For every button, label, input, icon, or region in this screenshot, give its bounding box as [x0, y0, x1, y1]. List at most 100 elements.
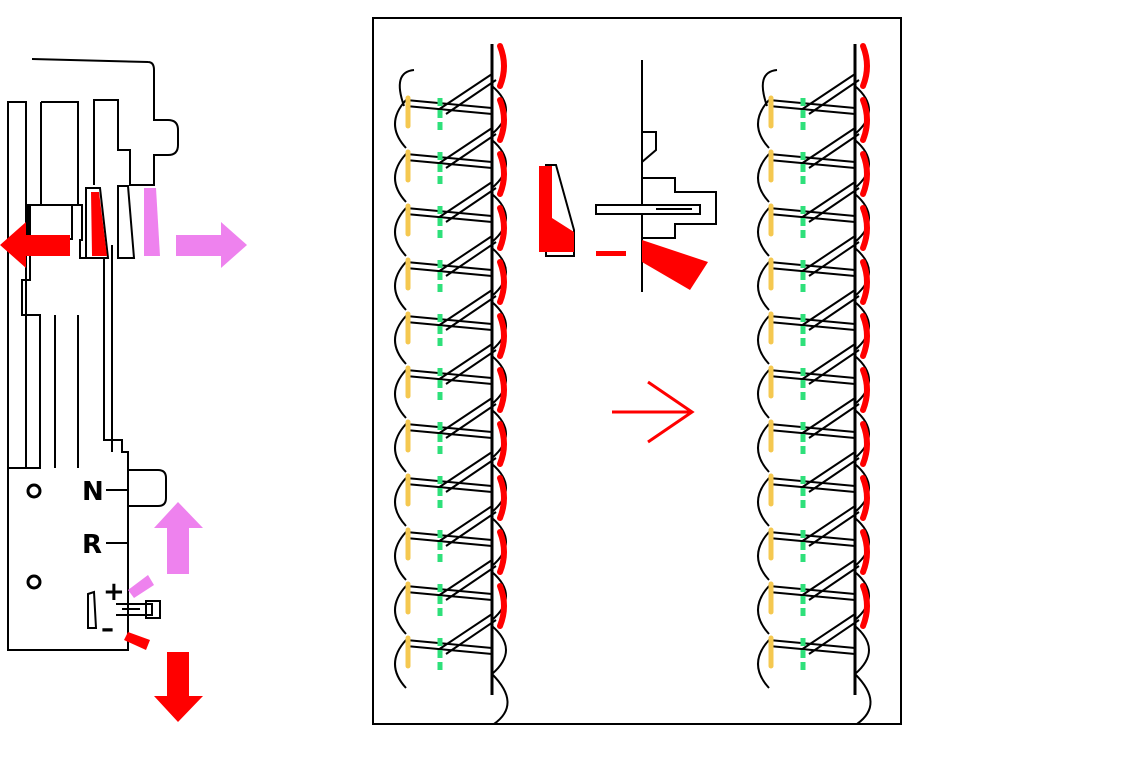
yarn-strand — [768, 423, 856, 439]
yarn-strand — [768, 207, 856, 223]
diagonal-strand — [800, 505, 860, 547]
yarn-strand — [405, 585, 493, 601]
hole-top — [26, 483, 42, 499]
diagonal-strand — [437, 289, 497, 331]
control-panel: N R + – — [26, 477, 161, 650]
diagonal-strand — [437, 397, 497, 439]
stitch-loop-left — [757, 531, 770, 581]
label-r: R — [82, 530, 102, 560]
label-plus: + — [103, 577, 125, 607]
yarn-strand — [768, 585, 856, 601]
red-marker — [860, 421, 870, 467]
carriage-diagram — [7, 58, 179, 651]
yarn-strand — [768, 639, 856, 655]
diagonal-strand — [800, 73, 860, 115]
red-lever — [91, 192, 107, 256]
top-hook — [398, 69, 415, 107]
diagonal-strand — [800, 343, 860, 385]
diagonal-strand — [800, 451, 860, 493]
stitch-loop-left — [757, 423, 770, 473]
red-marker — [497, 529, 507, 575]
diagonal-strand — [800, 235, 860, 277]
label-minus: – — [101, 614, 114, 644]
stitch-loop-left — [757, 585, 770, 635]
diagonal-strand — [437, 505, 497, 547]
stitch-loop-left — [394, 423, 407, 473]
latch-red-fill — [539, 166, 552, 252]
diagonal-strand — [437, 559, 497, 601]
inset-frame — [372, 17, 902, 725]
diagonal-strand — [800, 397, 860, 439]
red-marker — [860, 583, 870, 629]
switch-shaft — [116, 603, 153, 616]
pink-pointer — [128, 575, 154, 598]
stitch-loop-left — [394, 99, 407, 149]
stitch-loop-left — [394, 585, 407, 635]
arrow-left-icon — [0, 222, 70, 268]
stitch-loop-left — [394, 315, 407, 365]
yarn-strand — [768, 99, 856, 115]
yarn-strand — [768, 531, 856, 547]
red-pointer — [124, 632, 150, 650]
yarn-strand — [405, 99, 493, 115]
red-marker — [860, 205, 870, 251]
yarn-strand — [405, 639, 493, 655]
yarn-strand — [405, 207, 493, 223]
red-marker — [860, 313, 870, 359]
pink-lever — [144, 188, 160, 256]
stitch-loop-left — [757, 639, 770, 689]
stitch-column-before — [394, 43, 509, 725]
stitch-loop-left — [394, 261, 407, 311]
bottom-loop — [491, 673, 509, 725]
stitch-column-after — [757, 43, 872, 725]
yarn-strand — [768, 153, 856, 169]
yarn-strand — [405, 423, 493, 439]
red-wedge — [642, 240, 708, 290]
housing-top — [31, 58, 179, 186]
red-marker — [860, 259, 870, 305]
diagonal-strand — [437, 73, 497, 115]
arrow-right-icon — [176, 222, 247, 268]
diagonal-strand — [800, 289, 860, 331]
carrier-block — [641, 131, 717, 239]
diagonal-strand — [437, 181, 497, 223]
stitch-loop-right — [491, 625, 507, 675]
red-marker — [860, 529, 870, 575]
red-marker — [497, 259, 507, 305]
yarn-strand — [405, 477, 493, 493]
rear-bar — [7, 101, 27, 469]
label-n: N — [82, 477, 104, 507]
yarn-strand — [405, 369, 493, 385]
diagonal-strand — [437, 451, 497, 493]
diagonal-strand — [437, 613, 497, 655]
stitch-loop-left — [757, 207, 770, 257]
diagonal-strand — [800, 559, 860, 601]
rail-mid — [41, 101, 79, 205]
hole-bottom — [26, 574, 42, 590]
yarn-strand — [405, 531, 493, 547]
red-marker — [497, 367, 507, 413]
red-marker — [860, 151, 870, 197]
front-guide — [103, 245, 113, 452]
red-marker — [497, 43, 507, 89]
red-marker — [497, 475, 507, 521]
yarn-strand — [405, 153, 493, 169]
red-marker — [497, 313, 507, 359]
stitch-loop-left — [757, 153, 770, 203]
stitch-loop-left — [757, 369, 770, 419]
latch-block — [27, 204, 73, 240]
latch-detail — [539, 60, 717, 292]
red-marker — [497, 421, 507, 467]
red-marker — [497, 151, 507, 197]
red-marker — [497, 97, 507, 143]
red-marker — [860, 367, 870, 413]
stitch-loop-left — [394, 369, 407, 419]
main-plate — [7, 204, 129, 651]
red-marker — [497, 205, 507, 251]
red-marker — [860, 43, 870, 89]
diagonal-strand — [437, 343, 497, 385]
arrow-down-icon — [154, 652, 203, 722]
yarn-strand — [768, 261, 856, 277]
diagonal-strand — [437, 235, 497, 277]
